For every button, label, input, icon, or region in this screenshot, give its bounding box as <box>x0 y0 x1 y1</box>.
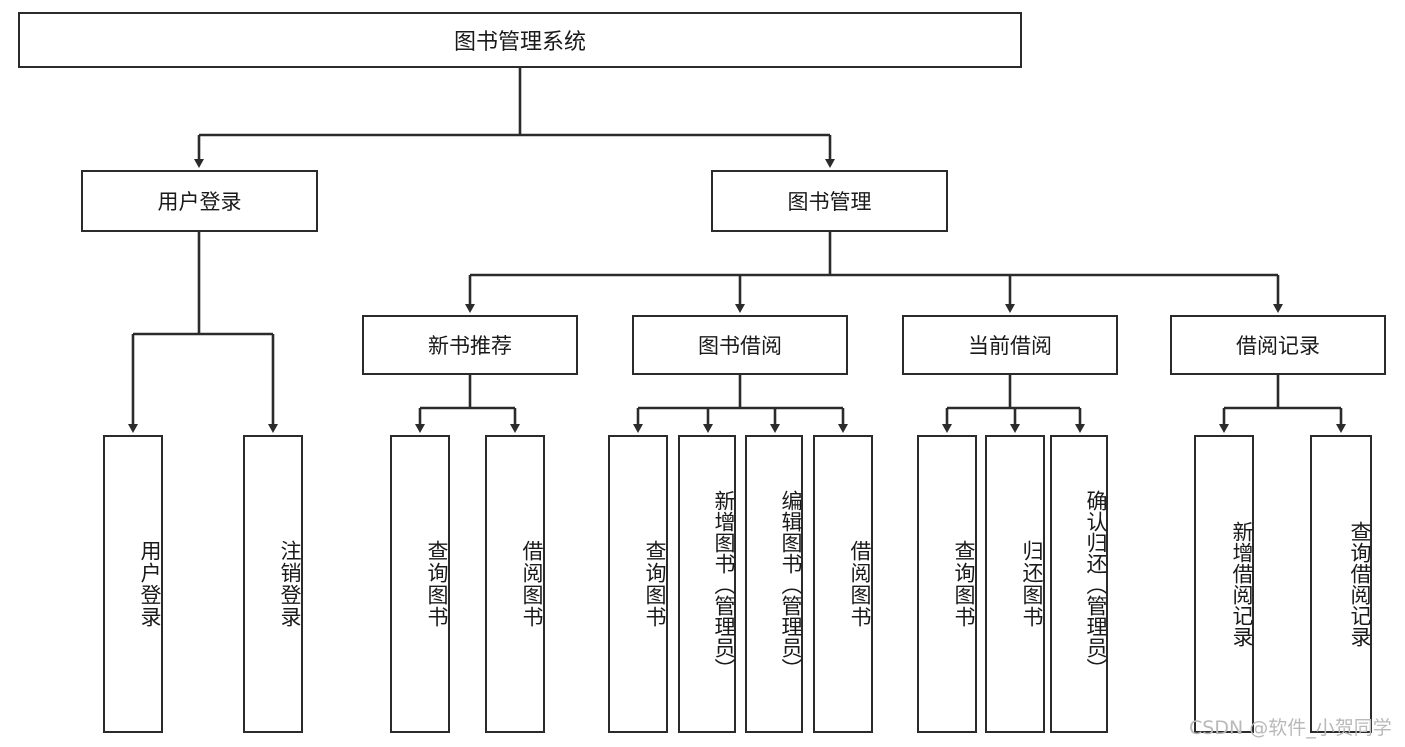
leaf-book-borrow-add-label: 新增图书（管理员） <box>712 489 736 679</box>
leaf-book-borrow-add[interactable]: 新增图书（管理员） <box>678 435 736 733</box>
leaf-current-borrow-return-label: 归还图书 <box>1020 540 1044 628</box>
node-borrow-record[interactable]: 借阅记录 <box>1170 315 1386 375</box>
leaf-current-borrow-return[interactable]: 归还图书 <box>985 435 1045 733</box>
leaf-current-borrow-query-label: 查询图书 <box>952 540 976 628</box>
leaf-current-borrow-confirm-label: 确认归还（管理员） <box>1084 489 1108 679</box>
node-current-borrow[interactable]: 当前借阅 <box>902 315 1118 375</box>
node-new-book-recommend[interactable]: 新书推荐 <box>362 315 578 375</box>
node-user-login[interactable]: 用户登录 <box>81 170 318 232</box>
leaf-book-borrow-query-label: 查询图书 <box>643 540 667 628</box>
leaf-new-book-query[interactable]: 查询图书 <box>390 435 450 733</box>
node-borrow-record-label: 借阅记录 <box>1236 334 1320 358</box>
node-root-system[interactable]: 图书管理系统 <box>18 12 1022 68</box>
leaf-borrow-record-query-label: 查询借阅记录 <box>1348 521 1372 647</box>
leaf-book-borrow-borrow-label: 借阅图书 <box>848 540 872 628</box>
leaf-borrow-record-add[interactable]: 新增借阅记录 <box>1194 435 1254 733</box>
node-user-login-label: 用户登录 <box>157 190 242 214</box>
leaf-book-borrow-borrow[interactable]: 借阅图书 <box>813 435 873 733</box>
leaf-book-borrow-edit-label: 编辑图书（管理员） <box>779 489 803 679</box>
node-new-book-recommend-label: 新书推荐 <box>428 334 512 358</box>
leaf-user-login-signout[interactable]: 注销登录 <box>243 435 303 733</box>
leaf-user-login-signin[interactable]: 用户登录 <box>103 435 163 733</box>
leaf-current-borrow-confirm[interactable]: 确认归还（管理员） <box>1050 435 1108 733</box>
leaf-borrow-record-query[interactable]: 查询借阅记录 <box>1310 435 1372 733</box>
leaf-borrow-record-add-label: 新增借阅记录 <box>1230 521 1254 647</box>
node-root-system-label: 图书管理系统 <box>453 30 586 55</box>
leaf-book-borrow-query[interactable]: 查询图书 <box>608 435 668 733</box>
node-current-borrow-label: 当前借阅 <box>968 334 1052 358</box>
leaf-new-book-borrow-label: 借阅图书 <box>520 540 544 628</box>
node-book-borrow[interactable]: 图书借阅 <box>632 315 848 375</box>
node-book-borrow-label: 图书借阅 <box>698 334 782 358</box>
leaf-current-borrow-query[interactable]: 查询图书 <box>917 435 977 733</box>
leaf-user-login-signout-label: 注销登录 <box>278 540 302 628</box>
node-book-management-label: 图书管理 <box>787 190 872 214</box>
node-book-management[interactable]: 图书管理 <box>711 170 948 232</box>
leaf-new-book-borrow[interactable]: 借阅图书 <box>485 435 545 733</box>
leaf-new-book-query-label: 查询图书 <box>425 540 449 628</box>
csdn-watermark: CSDN @软件_小贺同学 <box>1189 717 1392 739</box>
leaf-book-borrow-edit[interactable]: 编辑图书（管理员） <box>745 435 803 733</box>
leaf-user-login-signin-label: 用户登录 <box>138 540 162 628</box>
